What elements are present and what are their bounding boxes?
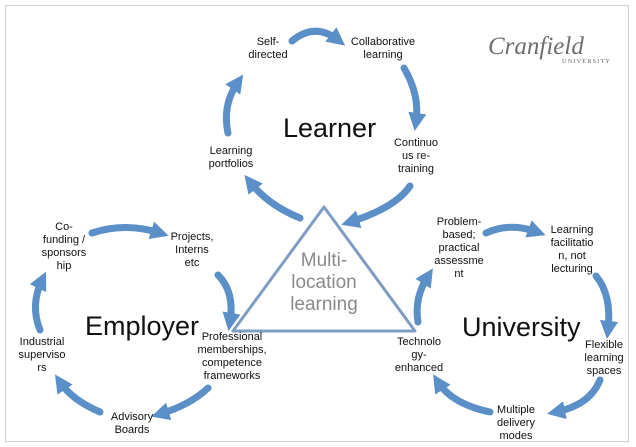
node-projects: Projects, Interns etc	[170, 231, 214, 269]
slide-border	[5, 5, 629, 442]
arrow-advisory-to-supervisors	[54, 374, 104, 416]
university-title: University	[462, 312, 581, 342]
arrow-continuous-to-center	[341, 182, 414, 228]
arrow-problem-to-facilitation	[482, 220, 546, 238]
node-delivery-modes: Multiple delivery modes	[497, 404, 535, 442]
node-advisory-boards: Advisory Boards	[110, 411, 154, 436]
arrow-cofunding-to-projects	[88, 221, 169, 239]
arrow-facilitation-to-flexible	[592, 272, 619, 340]
node-self-directed: Self- directed	[248, 36, 288, 61]
center-triangle	[231, 205, 417, 333]
node-co-funding: Co- funding / sponsors hip	[41, 221, 87, 272]
node-learning-portfolios: Learning portfolios	[208, 145, 254, 170]
arrow-technology-to-problem	[413, 268, 433, 326]
arrow-center-to-portfolios	[244, 174, 304, 222]
node-technology-enhanced: Technolo gy- enhanced	[394, 336, 444, 374]
node-learning-facilitation: Learning facilitatio n, not lecturing	[550, 224, 594, 275]
arrow-memberships-to-advisory	[151, 384, 212, 421]
node-collaborative-learning: Collaborative learning	[350, 36, 416, 61]
cranfield-logo: Cranfield	[488, 33, 584, 60]
center-label: Multi- location learning	[290, 250, 358, 315]
arrow-self-to-collab	[288, 27, 346, 46]
arrow-delivery-to-technology	[433, 374, 494, 416]
employer-title: Employer	[85, 311, 200, 341]
arrow-collab-to-continuous	[400, 64, 427, 132]
node-industrial-supervisors: Industrial superviso rs	[18, 336, 66, 374]
node-continuous-retraining: Continuo us re- training	[393, 137, 439, 175]
arrow-flexible-to-delivery	[547, 376, 604, 420]
learner-title: Learner	[283, 113, 377, 143]
arrow-supervisors-to-cofunding	[29, 271, 47, 334]
node-flexible-spaces: Flexible learning spaces	[584, 339, 624, 377]
node-problem-based: Problem- based; practical assessme nt	[434, 216, 484, 280]
arrow-portfolios-to-self	[222, 74, 244, 137]
arrow-projects-to-memberships	[214, 271, 241, 331]
cranfield-logo-sub: UNIVERSITY	[562, 58, 611, 65]
node-professional-memberships: Professional memberships, competence fra…	[197, 331, 267, 382]
